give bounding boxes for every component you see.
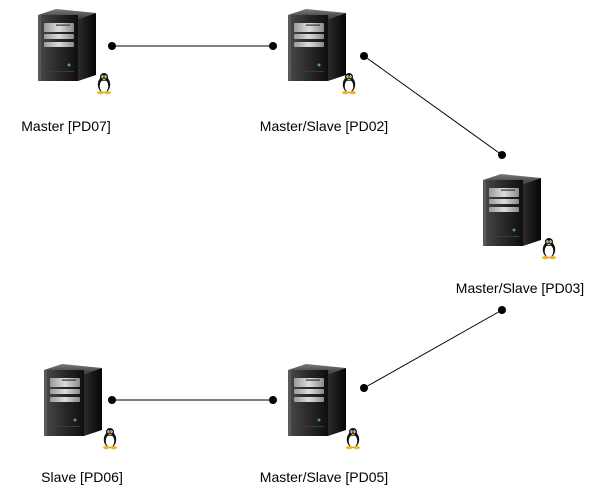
node-pd03[interactable] — [483, 174, 556, 260]
node-label-pd05: Master/Slave [PD05] — [259, 469, 389, 485]
linux-tux-icon — [346, 428, 360, 450]
connector-dot — [498, 306, 506, 314]
node-pd07[interactable] — [38, 9, 111, 95]
server-icon — [483, 174, 541, 246]
connection-pd03-pd05 — [360, 306, 506, 392]
server-icon — [44, 364, 102, 436]
node-pd05[interactable] — [288, 364, 360, 450]
linux-tux-icon — [542, 238, 556, 260]
server-icon — [38, 9, 96, 81]
node-label-pd02: Master/Slave [PD02] — [259, 118, 389, 134]
linux-tux-icon — [103, 428, 117, 450]
server-icon — [288, 9, 346, 81]
connector-dot — [360, 52, 368, 60]
node-pd06[interactable] — [44, 364, 117, 450]
connection-pd02-pd03 — [360, 52, 506, 159]
node-label-pd03: Master/Slave [PD03] — [455, 280, 585, 296]
node-label-pd06: Slave [PD06] — [41, 469, 123, 485]
connector-dot — [498, 151, 506, 159]
connector-dot — [269, 42, 277, 50]
node-pd02[interactable] — [288, 9, 356, 95]
server-icon — [288, 364, 346, 436]
linux-tux-icon — [342, 73, 356, 95]
connection-pd07-pd02 — [108, 42, 277, 50]
connections — [108, 42, 506, 404]
connector-dot — [108, 396, 116, 404]
connection-pd06-pd05 — [108, 396, 277, 404]
linux-tux-icon — [97, 73, 111, 95]
connector-dot — [269, 396, 277, 404]
connector-dot — [360, 384, 368, 392]
node-label-pd07: Master [PD07] — [21, 118, 111, 134]
connector-dot — [108, 42, 116, 50]
